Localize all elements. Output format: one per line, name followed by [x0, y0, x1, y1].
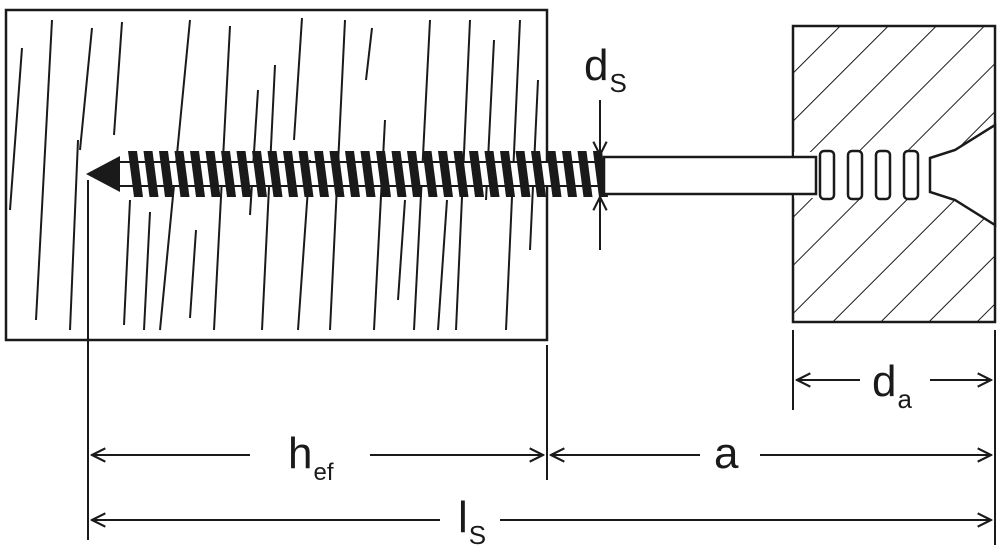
- thread-flight: [283, 151, 298, 197]
- thread-flight: [252, 151, 267, 197]
- thread-flight: [128, 151, 143, 197]
- thread-flight: [562, 151, 577, 197]
- label-ls: lS: [458, 493, 486, 550]
- screw-tip: [86, 156, 120, 192]
- screw-head-ribs: [818, 149, 920, 201]
- thread-flight: [174, 151, 190, 197]
- screw-countersunk-head: [928, 122, 997, 228]
- thread-flight: [422, 151, 438, 197]
- thread-flight: [577, 151, 593, 197]
- thread-flight: [159, 151, 174, 197]
- label-ds: dS: [584, 41, 627, 98]
- thread-flight: [329, 151, 345, 197]
- thread-flight: [546, 151, 562, 197]
- thread-flight: [221, 151, 236, 197]
- thread-flight: [500, 151, 515, 197]
- thread-flight: [391, 151, 407, 197]
- head-rib: [902, 149, 920, 201]
- thread-flight: [531, 151, 546, 197]
- thread-flight: [360, 151, 376, 197]
- thread-flight: [438, 151, 453, 197]
- screw-shank: [602, 155, 818, 196]
- thread-flight: [190, 151, 205, 197]
- thread-flight: [345, 151, 360, 197]
- thread-flight: [515, 151, 531, 197]
- head-rib: [846, 149, 864, 201]
- screw: [86, 122, 997, 228]
- thread-flight: [236, 151, 252, 197]
- thread-flight: [376, 151, 391, 197]
- head-rib: [874, 149, 892, 201]
- thread-flight: [453, 151, 469, 197]
- extension-lines: [87, 180, 996, 545]
- label-hef: hef: [288, 429, 334, 486]
- label-a: a: [714, 429, 739, 478]
- thread-flight: [484, 151, 500, 197]
- thread-flight: [205, 151, 221, 197]
- head-rib: [818, 149, 836, 201]
- thread-flight: [298, 151, 314, 197]
- dimension-labels: dS da hef a lS: [288, 41, 912, 550]
- thread-flight: [407, 151, 422, 197]
- thread-flight: [267, 151, 283, 197]
- label-da: da: [872, 357, 912, 414]
- dimension-lines: [92, 100, 991, 520]
- thread-flight: [143, 151, 159, 197]
- thread-flight: [469, 151, 484, 197]
- thread-flight: [314, 151, 329, 197]
